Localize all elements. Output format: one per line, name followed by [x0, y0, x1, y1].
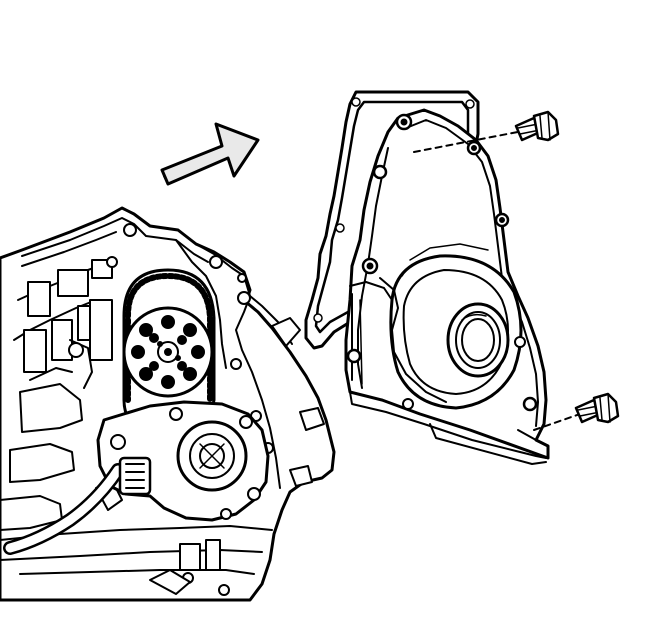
engine-front-cover — [344, 108, 550, 465]
oil-pump — [3, 400, 270, 555]
installation-direction-arrow — [160, 122, 260, 186]
cover-bolt-upper — [413, 110, 560, 153]
timing-sprocket — [122, 306, 214, 398]
cover-bolt-lower — [533, 392, 620, 431]
crankshaft-front-seal — [446, 302, 510, 378]
